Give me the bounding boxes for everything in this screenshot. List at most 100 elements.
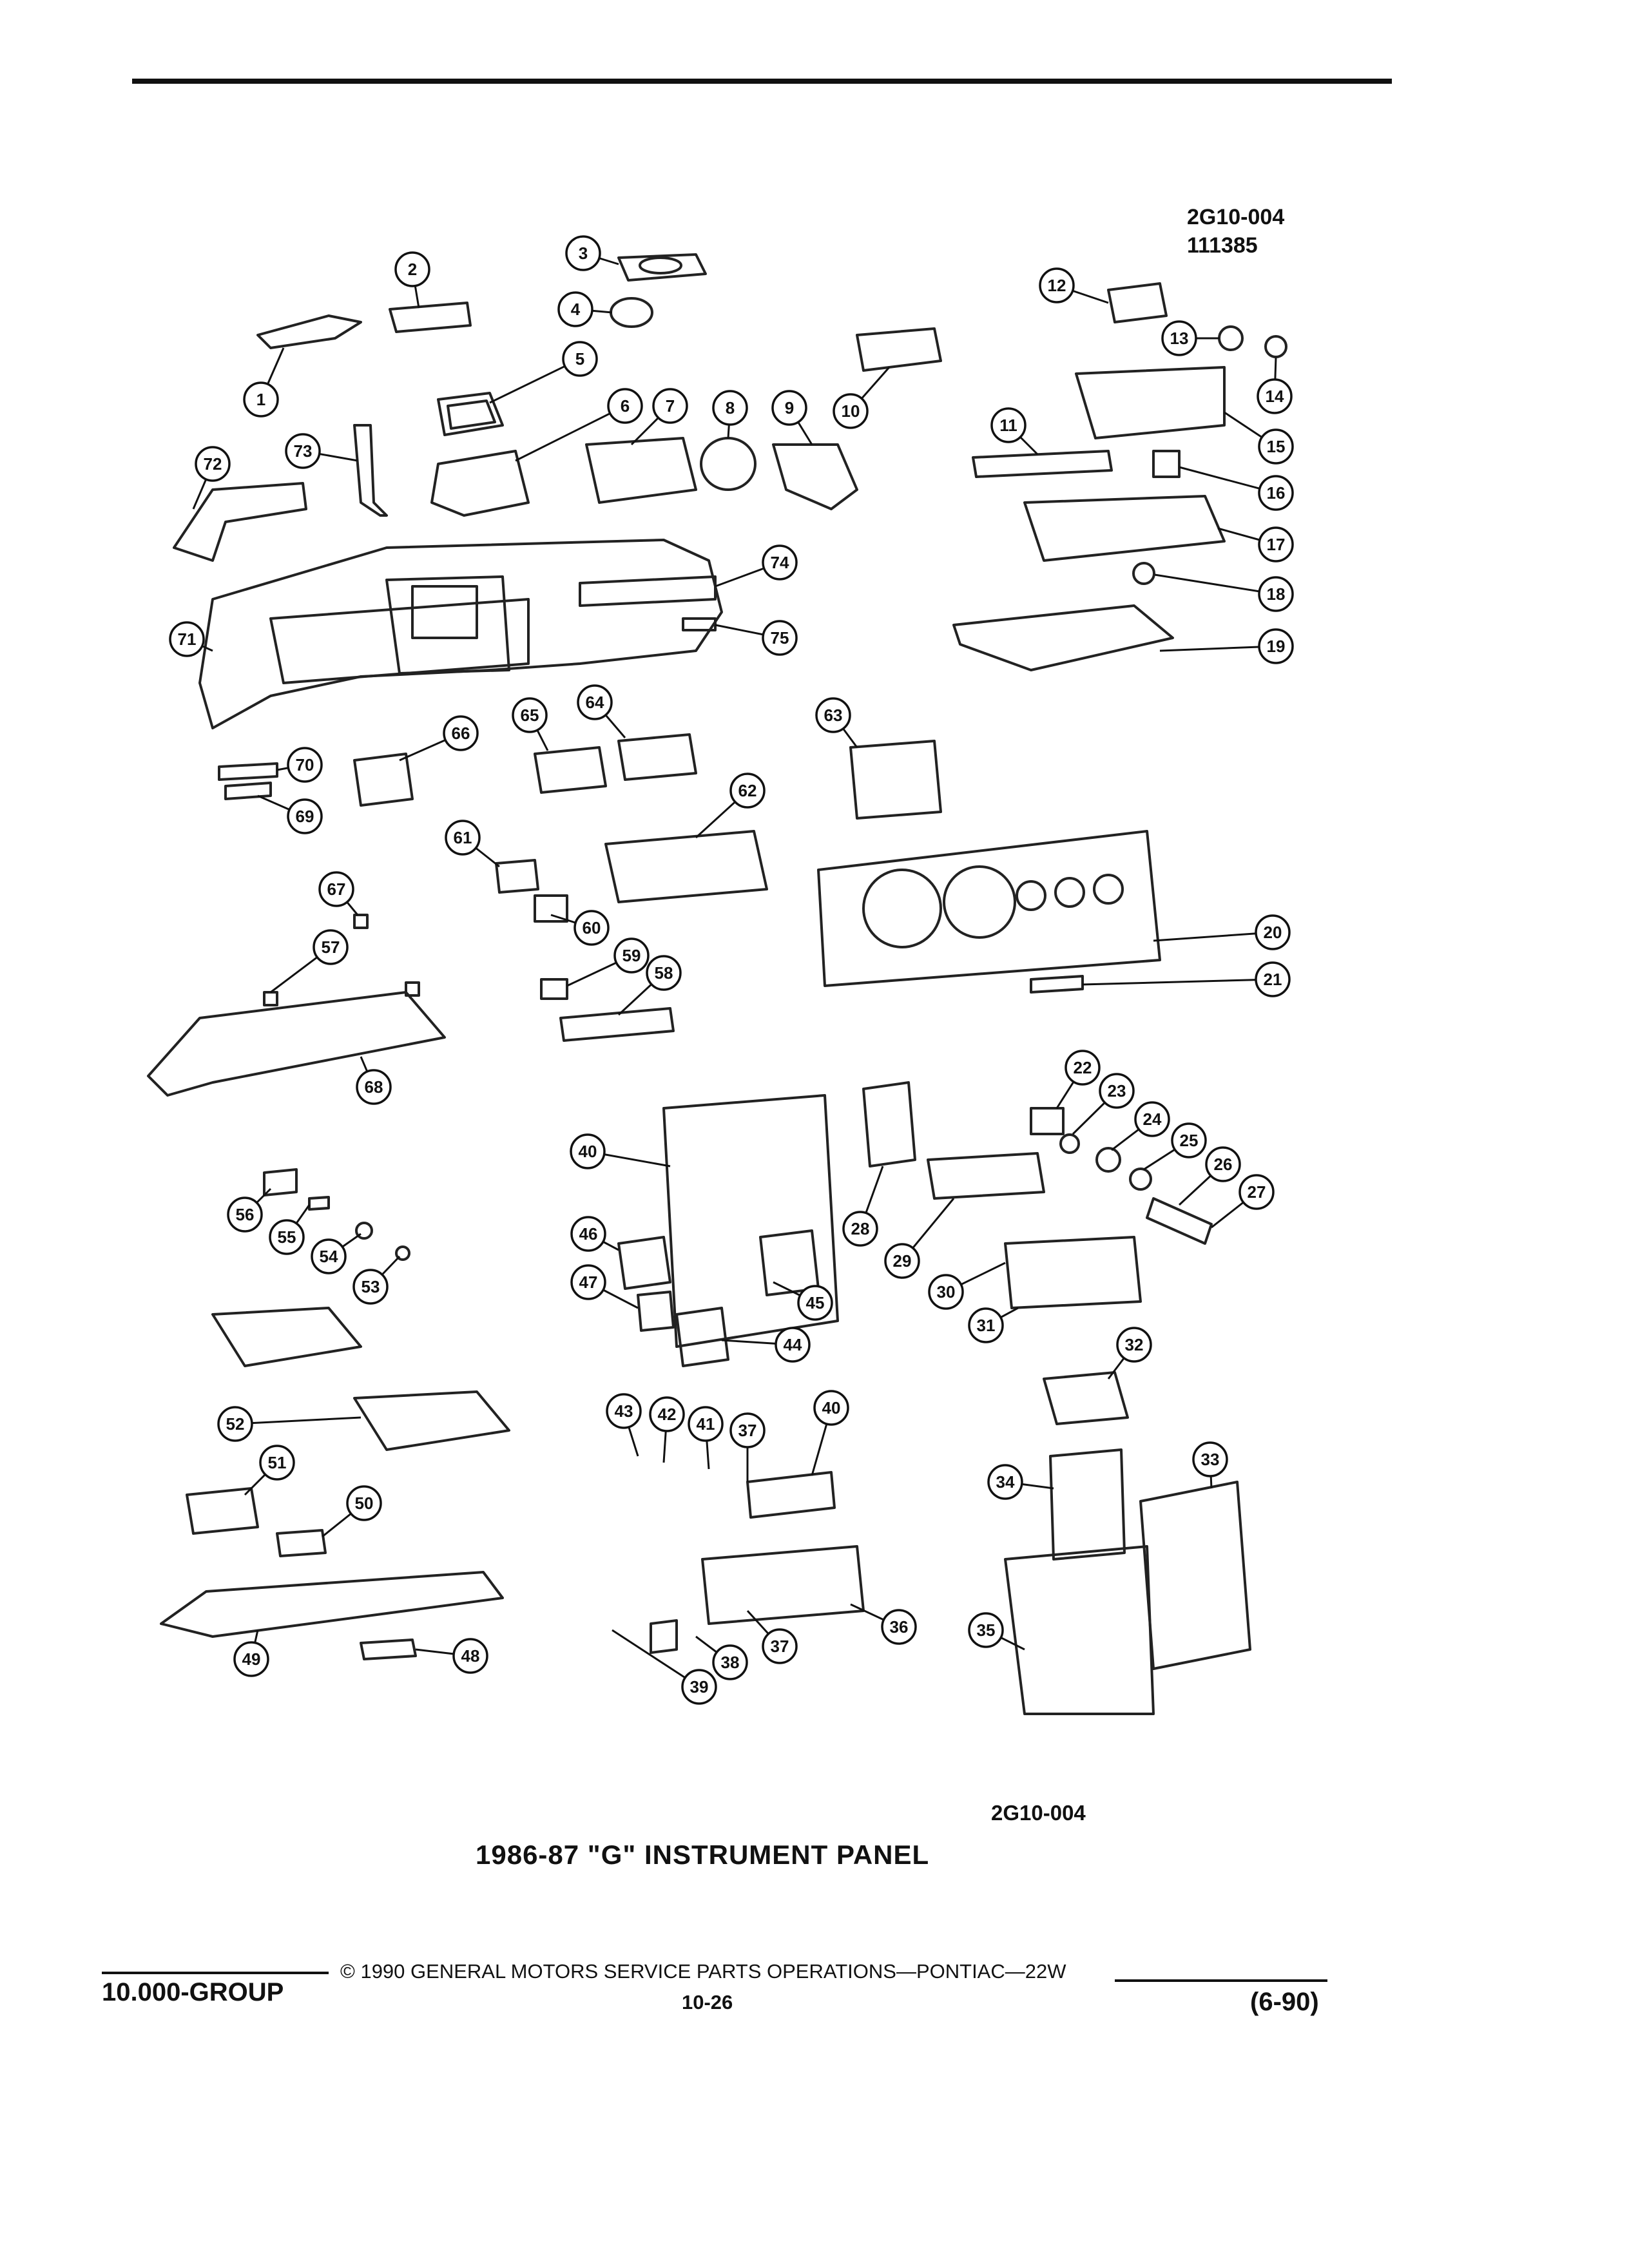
callout-circle [881, 1609, 917, 1645]
callout-69: 69 [257, 794, 323, 834]
leader-line [1153, 931, 1273, 942]
callout-circle [1134, 1101, 1170, 1137]
part-49-lower-trim [160, 1571, 504, 1638]
callout-circle [557, 291, 593, 327]
callout-circle [243, 381, 279, 418]
part-20-cluster-bezel [817, 830, 1161, 987]
callout-number: 13 [1170, 329, 1189, 348]
callout-circle [884, 1243, 920, 1279]
callout-37b: 37 [746, 1610, 798, 1664]
callout-number: 44 [784, 1335, 802, 1354]
callout-number: 28 [851, 1219, 870, 1238]
callout-36: 36 [850, 1603, 917, 1645]
part-72-bracket [173, 482, 307, 562]
callout-circle [1192, 1441, 1228, 1477]
diagram-code-top: 2G10-004 [1187, 205, 1285, 229]
callout-58: 58 [617, 955, 682, 1016]
part-2-panel [389, 302, 472, 333]
callout-circle [1258, 628, 1294, 664]
callout-14: 14 [1257, 357, 1293, 414]
part-40-bracket-assembly [662, 1094, 839, 1348]
part-23 [1059, 1133, 1080, 1154]
part-15-glove-box-bin [1075, 366, 1226, 439]
callout-26: 26 [1178, 1146, 1241, 1206]
callout-27: 27 [1211, 1174, 1275, 1229]
callout-number: 8 [726, 398, 735, 418]
callout-number: 43 [615, 1401, 633, 1421]
part-67 [353, 914, 369, 929]
part-38-bracket [650, 1619, 678, 1654]
callout-circle [227, 1196, 263, 1233]
callout-30: 30 [928, 1262, 1006, 1310]
callout-71: 71 [169, 621, 213, 657]
callout-60: 60 [550, 910, 610, 946]
callout-circle [287, 747, 323, 783]
callout-20: 20 [1153, 914, 1291, 950]
callout-circle [285, 433, 321, 469]
callout-number: 22 [1074, 1058, 1092, 1077]
callout-number: 54 [320, 1247, 338, 1266]
callout-circle [712, 390, 748, 426]
part-31-climate-control [1004, 1236, 1142, 1309]
callout-16: 16 [1179, 466, 1294, 511]
callout-number: 61 [454, 828, 472, 847]
callout-number: 66 [452, 724, 470, 743]
part-4-speaker [610, 297, 653, 328]
callout-3: 3 [565, 235, 619, 271]
part-48 [360, 1639, 417, 1660]
callout-23: 23 [1072, 1073, 1135, 1135]
part-66-switch [353, 753, 414, 807]
part-10-switch [856, 327, 942, 372]
callout-number: 40 [822, 1398, 841, 1418]
callout-number: 73 [294, 441, 313, 461]
callout-15: 15 [1224, 411, 1294, 465]
part-60 [534, 894, 568, 923]
part-47 [637, 1291, 675, 1332]
part-50 [276, 1529, 327, 1557]
part-35-console [1004, 1545, 1155, 1715]
callout-number: 52 [226, 1414, 245, 1434]
part-69 [224, 782, 272, 800]
callout-18: 18 [1154, 573, 1294, 612]
callout-number: 37 [771, 1637, 789, 1656]
callout-circle [833, 393, 869, 429]
callout-48: 48 [415, 1638, 488, 1674]
callout-number: 47 [579, 1273, 598, 1292]
callout-40b: 40 [811, 1390, 849, 1476]
callout-number: 39 [690, 1677, 709, 1696]
callout-number: 23 [1108, 1081, 1126, 1100]
callout-49: 49 [233, 1629, 269, 1677]
callout-number: 18 [1267, 584, 1286, 604]
callout-number: 20 [1264, 923, 1282, 942]
callout-circle [1116, 1327, 1152, 1363]
callout-circle [394, 251, 430, 287]
part-26-27-lighter [1146, 1197, 1213, 1245]
callout-35: 35 [968, 1612, 1025, 1651]
footer-copyright: © 1990 GENERAL MOTORS SERVICE PARTS OPER… [340, 1960, 1066, 1983]
callout-circle [652, 388, 688, 424]
callout-circle [762, 544, 798, 581]
callout-circle [1255, 914, 1291, 950]
callout-6: 6 [515, 388, 643, 462]
part-54 [355, 1222, 373, 1240]
callout-number: 75 [771, 628, 789, 648]
callout-number: 12 [1048, 276, 1066, 295]
callout-33: 33 [1192, 1441, 1228, 1489]
callout-circle [729, 773, 766, 809]
part-46 [617, 1236, 671, 1290]
callout-67: 67 [318, 871, 359, 916]
callout-number: 37 [738, 1421, 757, 1440]
leader-line [1154, 573, 1277, 595]
callout-21: 21 [1082, 961, 1291, 997]
callout-circle [987, 1464, 1023, 1500]
callout-number: 24 [1143, 1110, 1162, 1129]
callout-number: 29 [893, 1251, 912, 1271]
callout-circle [318, 871, 354, 907]
callout-number: 45 [806, 1293, 825, 1312]
callout-number: 56 [236, 1205, 255, 1224]
callout-circle [1099, 1073, 1135, 1109]
callout-number: 64 [586, 693, 604, 712]
callout-circle [169, 621, 205, 657]
callout-47: 47 [570, 1264, 639, 1309]
callout-circle [1205, 1146, 1241, 1182]
